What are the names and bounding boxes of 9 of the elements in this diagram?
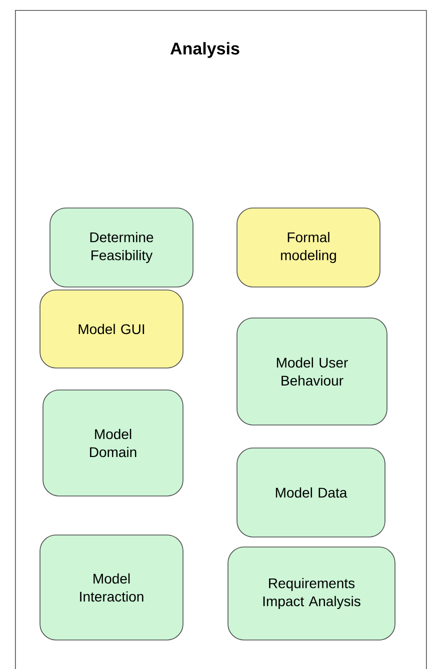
process-box: Model Data bbox=[236, 448, 386, 538]
process-box: Model Domain bbox=[42, 390, 184, 496]
process-box: Determine Feasibility bbox=[50, 208, 194, 288]
process-box: Model Interaction bbox=[40, 534, 184, 640]
process-box: Model GUI bbox=[40, 290, 184, 368]
process-box: Requirements Impact Analysis bbox=[228, 546, 396, 640]
process-box: Model User Behaviour bbox=[236, 318, 388, 426]
process-box: Formal modeling bbox=[236, 208, 380, 288]
title: Analysis bbox=[170, 42, 240, 58]
